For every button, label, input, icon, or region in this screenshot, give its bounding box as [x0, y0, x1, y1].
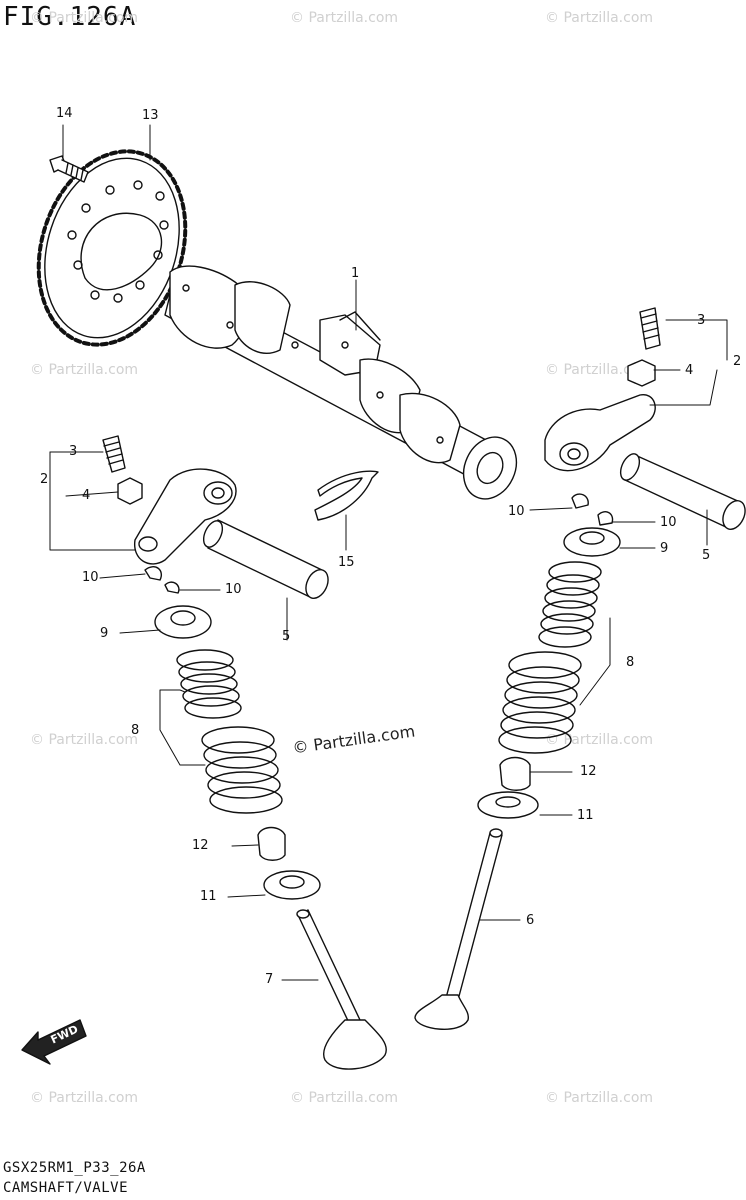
- valve-cotter-right-1: [571, 493, 589, 509]
- lock-nut-right: [627, 359, 656, 387]
- valve-spring-left: [176, 649, 283, 814]
- callout-3: 3: [697, 313, 706, 328]
- spring-retainer-right: [563, 527, 621, 557]
- rocker-arm-left: [134, 468, 237, 565]
- watermark: © Partzilla.com: [30, 732, 139, 748]
- callout-13: 13: [142, 108, 159, 123]
- callout-5: 5: [702, 548, 711, 563]
- figure-title: FIG.126A: [3, 2, 137, 32]
- valve-stem-seal-right: [499, 756, 531, 791]
- callout-7: 7: [265, 972, 274, 987]
- callout-3: 3: [69, 444, 78, 459]
- callout-11: 11: [577, 808, 594, 823]
- watermark: © Partzilla.com: [545, 1090, 654, 1106]
- callout-8: 8: [626, 655, 635, 670]
- watermark: © Partzilla.com: [545, 732, 654, 748]
- callout-10: 10: [82, 570, 99, 585]
- watermark: © Partzilla.com: [30, 362, 139, 378]
- callout-14: 14: [56, 106, 73, 121]
- rocker-shaft-left: [202, 519, 329, 599]
- watermark: © Partzilla.com: [290, 10, 399, 26]
- valve-cotter-left-2: [164, 581, 180, 594]
- valve-stem-seal-left: [257, 826, 286, 861]
- adjuster-screw-right: [639, 307, 661, 350]
- callout-10: 10: [660, 515, 677, 530]
- cam-sprocket: [36, 149, 188, 347]
- diagram-name: CAMSHAFT/VALVE: [3, 1180, 129, 1196]
- callout-9: 9: [660, 541, 669, 556]
- intake-valve: [414, 828, 503, 1030]
- callout-10: 10: [508, 504, 525, 519]
- valve-cotter-left-1: [144, 566, 162, 581]
- diagram-code: GSX25RM1_P33_26A: [3, 1160, 146, 1176]
- callout-2: 2: [733, 354, 742, 369]
- callout-6: 6: [526, 913, 535, 928]
- callout-9: 9: [100, 626, 109, 641]
- half-moon-seal: [314, 470, 379, 521]
- rocker-arm-right: [544, 394, 656, 472]
- spring-seat-right: [477, 791, 539, 819]
- adjuster-screw-left: [102, 435, 126, 473]
- fwd-arrow: [21, 1019, 87, 1065]
- callout-11: 11: [200, 889, 217, 904]
- watermark: © Partzilla.com: [290, 1090, 399, 1106]
- watermark: © Partzilla.com: [545, 10, 654, 26]
- callout-10: 10: [225, 582, 242, 597]
- leader-lines: [49, 124, 728, 981]
- callout-2: 2: [40, 472, 49, 487]
- rocker-shaft-right: [619, 453, 746, 530]
- callout-5: 5: [282, 629, 291, 644]
- callout-12: 12: [192, 838, 209, 853]
- callout-8: 8: [131, 723, 140, 738]
- callout-12: 12: [580, 764, 597, 779]
- watermark: © Partzilla.com: [30, 10, 139, 26]
- watermark: © Partzilla.com: [545, 362, 654, 378]
- spring-seat-left: [263, 870, 321, 900]
- lock-nut-left: [117, 477, 143, 505]
- callout-4: 4: [685, 363, 694, 378]
- exhaust-valve: [296, 909, 387, 1070]
- valve-spring-right: [498, 561, 602, 754]
- callout-15: 15: [338, 555, 355, 570]
- watermark: © Partzilla.com: [30, 1090, 139, 1106]
- callout-1: 1: [351, 266, 360, 281]
- camshaft: [164, 265, 518, 500]
- spring-retainer-left: [154, 605, 212, 639]
- valve-cotter-right-2: [597, 511, 614, 526]
- sprocket-bolt: [49, 155, 89, 183]
- callout-4: 4: [82, 488, 91, 503]
